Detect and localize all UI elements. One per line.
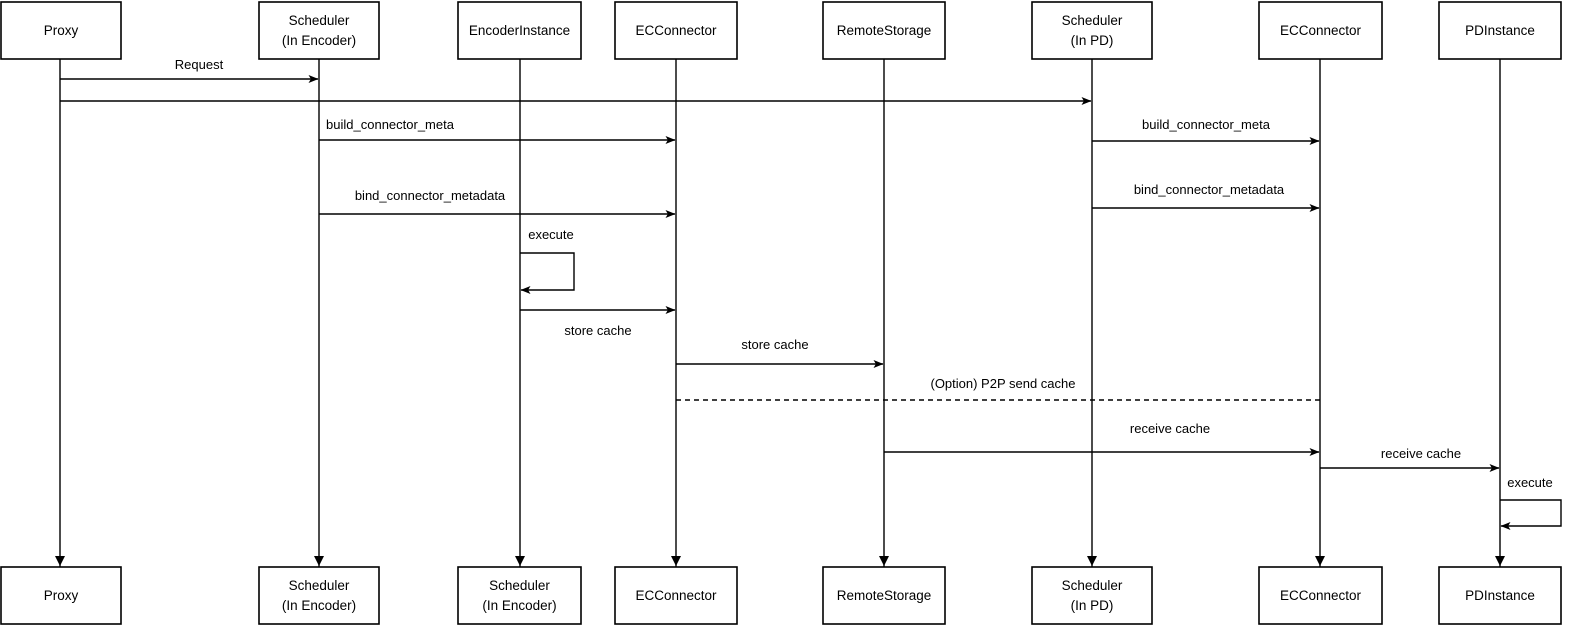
message-m6[interactable]: bind_connector_metadata xyxy=(1092,182,1320,212)
lifeline-end-arrow-encoder_inst xyxy=(515,556,525,566)
participant-label-line1: Proxy xyxy=(44,23,79,38)
participant-box-top-sched_pd[interactable]: Scheduler (In PD) xyxy=(1031,1,1153,60)
message-m11[interactable]: receive cache xyxy=(1320,446,1500,472)
participant-label-line2: (In Encoder) xyxy=(282,33,356,48)
messages-layer: Request build_connector_meta build_connect… xyxy=(60,57,1500,472)
lifeline-end-arrow-sched_enc xyxy=(314,556,324,566)
participant-box-bottom-pd_inst[interactable]: PDInstance xyxy=(1438,566,1562,625)
message-label-m1: Request xyxy=(175,57,224,72)
message-m8[interactable]: store cache xyxy=(676,337,884,368)
message-label-m6: bind_connector_metadata xyxy=(1134,182,1285,197)
message-m9[interactable]: (Option) P2P send cache xyxy=(676,376,1320,401)
participant-box-bottom-sched_enc[interactable]: Scheduler (In Encoder) xyxy=(258,566,380,625)
participant-box-top-ecconn_pd[interactable]: ECConnector xyxy=(1258,1,1383,60)
participant-label-line1: ECConnector xyxy=(1280,588,1362,603)
participant-box-bottom-remote_store[interactable]: RemoteStorage xyxy=(822,566,946,625)
participant-label-line1: PDInstance xyxy=(1465,23,1535,38)
participant-box-top-encoder_inst[interactable]: EncoderInstance xyxy=(457,1,582,60)
participant-label-line1: ECConnector xyxy=(635,588,717,603)
participant-box-top-pd_inst[interactable]: PDInstance xyxy=(1438,1,1562,60)
self-message-path-s2 xyxy=(1500,499,1562,530)
message-label-m8: store cache xyxy=(741,337,808,352)
participant-label-line1: Scheduler xyxy=(289,578,350,593)
self-message-s2[interactable]: execute xyxy=(1500,475,1562,530)
message-label-m10: receive cache xyxy=(1130,421,1210,436)
lifeline-end-arrow-ecconn_enc xyxy=(671,556,681,566)
message-m3[interactable]: build_connector_meta xyxy=(319,117,676,144)
lifeline-end-arrow-remote_store xyxy=(879,556,889,566)
participant-label-line2: (In Encoder) xyxy=(282,598,356,613)
participant-box-bottom-proxy[interactable]: Proxy xyxy=(0,566,122,625)
participant-label-line1: Scheduler xyxy=(1062,578,1123,593)
participant-label-line1: ECConnector xyxy=(1280,23,1362,38)
message-label-m7: store cache xyxy=(564,323,631,338)
lifeline-end-arrow-proxy xyxy=(55,556,65,566)
lifeline-end-arrow-ecconn_pd xyxy=(1315,556,1325,566)
participant-box-top-proxy[interactable]: Proxy xyxy=(0,1,122,60)
participant-label-line1: RemoteStorage xyxy=(837,23,932,38)
message-m10[interactable]: receive cache xyxy=(884,421,1320,456)
message-label-m4: build_connector_meta xyxy=(1142,117,1271,132)
participant-label-line1: ECConnector xyxy=(635,23,717,38)
participant-label-line1: PDInstance xyxy=(1465,588,1535,603)
message-label-m5: bind_connector_metadata xyxy=(355,188,506,203)
participant-box-bottom-ecconn_enc[interactable]: ECConnector xyxy=(614,566,738,625)
participant-box-bottom-ecconn_pd[interactable]: ECConnector xyxy=(1258,566,1383,625)
message-label-m3: build_connector_meta xyxy=(326,117,455,132)
self-messages-layer: execute execute xyxy=(520,227,1562,530)
self-message-label-s1: execute xyxy=(528,227,574,242)
self-message-path-s1 xyxy=(520,252,575,294)
message-m1[interactable]: Request xyxy=(60,57,319,83)
participant-box-bottom-encoder_inst[interactable]: Scheduler (In Encoder) xyxy=(457,566,582,625)
participant-box-top-remote_store[interactable]: RemoteStorage xyxy=(822,1,946,60)
lifeline-end-arrow-sched_pd xyxy=(1087,556,1097,566)
participant-box-bottom-sched_pd[interactable]: Scheduler (In PD) xyxy=(1031,566,1153,625)
participant-label-line1: Scheduler xyxy=(289,13,350,28)
participant-label-line2: (In Encoder) xyxy=(482,598,556,613)
lifelines-layer xyxy=(55,59,1505,567)
message-m5[interactable]: bind_connector_metadata xyxy=(319,188,676,218)
participant-label-line1: Scheduler xyxy=(489,578,550,593)
participant-label-line2: (In PD) xyxy=(1071,33,1114,48)
participant-label-line1: EncoderInstance xyxy=(469,23,570,38)
participant-box-top-sched_enc[interactable]: Scheduler (In Encoder) xyxy=(258,1,380,60)
participant-label-line2: (In PD) xyxy=(1071,598,1114,613)
message-label-m11: receive cache xyxy=(1381,446,1461,461)
participant-label-line1: Scheduler xyxy=(1062,13,1123,28)
participant-box-top-ecconn_enc[interactable]: ECConnector xyxy=(614,1,738,60)
participant-label-line1: RemoteStorage xyxy=(837,588,932,603)
participant-label-line1: Proxy xyxy=(44,588,79,603)
self-message-s1[interactable]: execute xyxy=(520,227,575,294)
message-m7[interactable]: store cache xyxy=(520,306,676,338)
self-message-label-s2: execute xyxy=(1507,475,1553,490)
lifeline-end-arrow-pd_inst xyxy=(1495,556,1505,566)
message-label-m9: (Option) P2P send cache xyxy=(930,376,1075,391)
message-m4[interactable]: build_connector_meta xyxy=(1092,117,1320,145)
